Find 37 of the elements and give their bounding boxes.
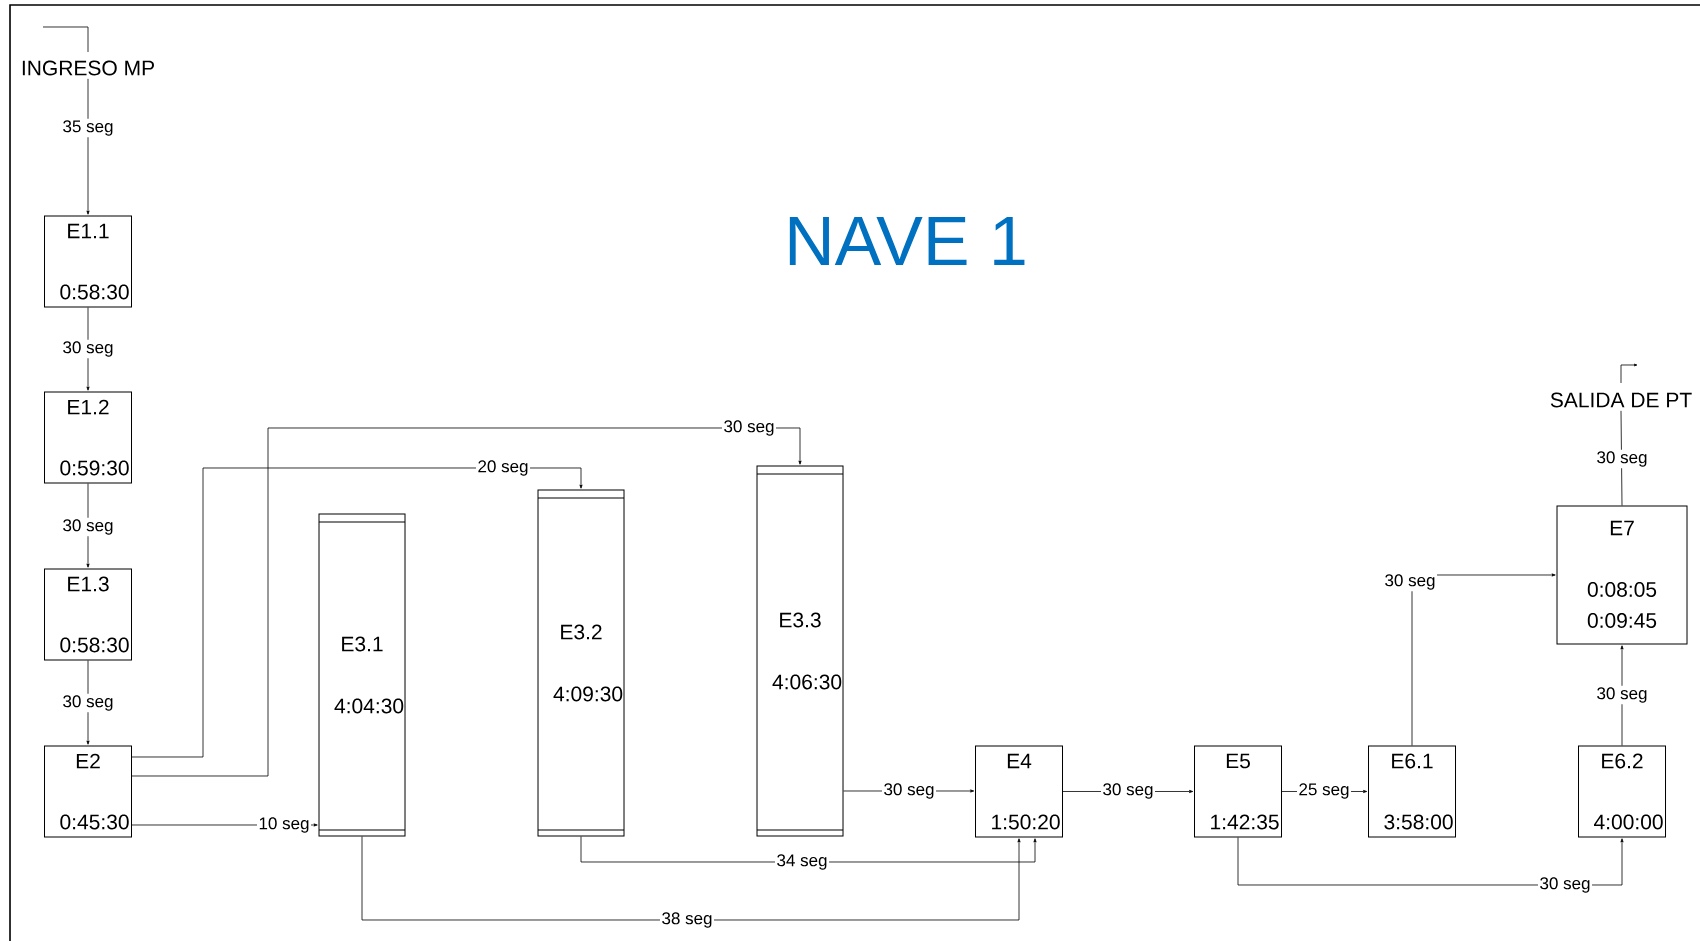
arrow: [1237, 837, 1624, 886]
tank-box: E3.3 4:06:30: [756, 465, 844, 837]
edge-label: 30 seg: [1595, 449, 1650, 469]
process-box: E6.1 3:58:00: [1368, 745, 1456, 838]
edge-label: 30 seg: [1383, 572, 1438, 592]
edge-label: 30 seg: [61, 693, 116, 713]
title: NAVE 1: [789, 216, 1025, 266]
arrow: [580, 836, 1037, 863]
text-label: INGRESO MP: [22, 60, 154, 76]
edge-label: 35 seg: [61, 118, 116, 138]
arrow: [131, 427, 802, 777]
tank-box: E3.2 4:09:30: [537, 489, 625, 837]
edge-label: 10 seg: [257, 815, 312, 835]
edge-label: 20 seg: [476, 458, 531, 478]
process-box: E5 1:42:35: [1194, 745, 1282, 838]
arrow: [131, 467, 583, 758]
arrow: [86, 78, 90, 215]
process-box: E7 0:08:05 0:09:45: [1556, 505, 1688, 645]
edge-label: 30 seg: [61, 339, 116, 359]
process-box: E4 1:50:20: [975, 745, 1063, 838]
edge-label: 30 seg: [1538, 875, 1593, 895]
arrow: [361, 836, 1021, 921]
edge-label: 38 seg: [660, 910, 715, 930]
edge-label: 34 seg: [775, 852, 830, 872]
process-box: E1.3 0:58:30: [44, 568, 132, 661]
process-box: E6.2 4:00:00: [1578, 745, 1666, 838]
edge-label: 25 seg: [1297, 781, 1352, 801]
edge-label: 30 seg: [722, 418, 777, 438]
tank-box: E3.1 4:04:30: [318, 513, 406, 837]
edge-label: 30 seg: [1101, 781, 1156, 801]
text-label: SALIDA DE PT: [1550, 392, 1692, 408]
process-box: E1.2 0:59:30: [44, 391, 132, 484]
process-box: E2 0:45:30: [44, 745, 132, 838]
process-box: E1.1 0:58:30: [44, 215, 132, 308]
edge-label: 30 seg: [1595, 685, 1650, 705]
edge-label: 30 seg: [61, 517, 116, 537]
edge-label: 30 seg: [882, 781, 937, 801]
